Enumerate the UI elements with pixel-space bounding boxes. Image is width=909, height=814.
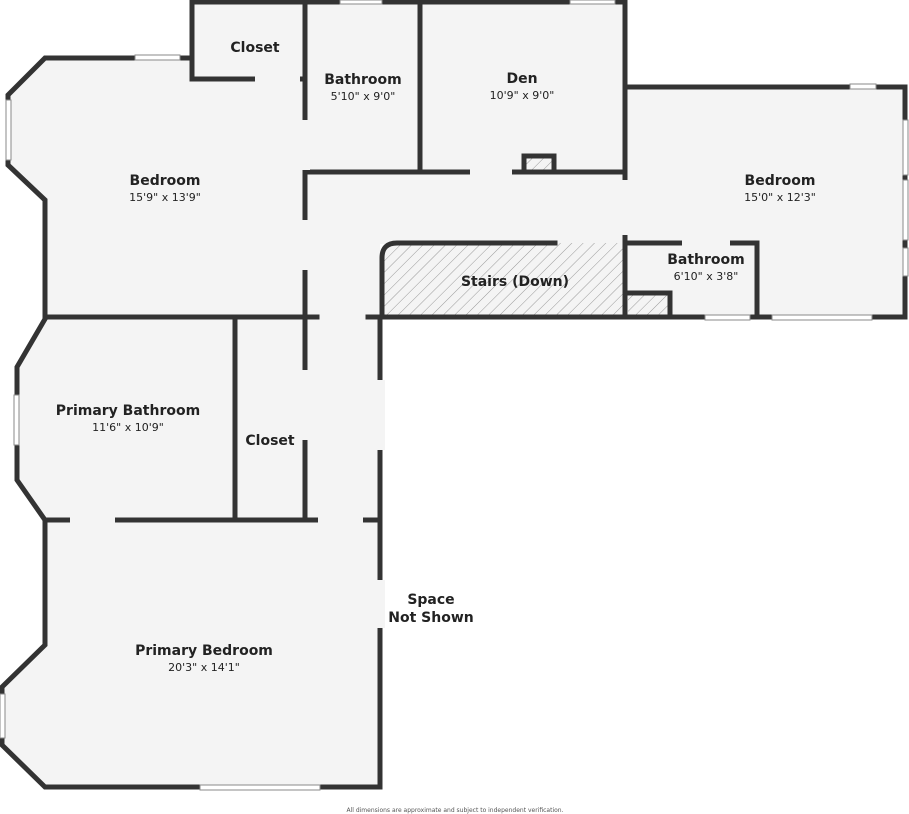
window [849,83,877,90]
space-not-shown-line2: Not Shown [388,610,473,626]
closet-top-floor [192,4,305,79]
bathroom-small-dims: 6'10" x 3'8" [674,270,739,283]
window [902,179,909,241]
window [0,693,6,739]
stairs-label: Stairs (Down) [461,274,569,290]
window [13,394,20,446]
window [902,119,909,176]
den-floor [422,4,625,172]
room-labels: Closet Bathroom 5'10" x 9'0" Den 10'9" x… [56,40,816,814]
window [704,314,751,321]
bedroom-right-label: Bedroom [745,173,816,189]
window [569,0,616,5]
primary-bathroom-floor [17,319,235,520]
closet-mid-floor [237,319,305,520]
window [5,99,12,161]
window [134,54,181,61]
door-openings [70,74,730,628]
bathroom-top-floor [307,4,420,172]
stairs-hatch [382,243,625,317]
window [339,0,383,5]
bathroom-top-dims: 5'10" x 9'0" [331,90,396,103]
bedroom-right-floor [627,87,905,317]
bathroom-small-hatch [628,293,670,317]
window [199,784,321,791]
primary-bedroom-label: Primary Bedroom [135,643,273,659]
closet-top-label: Closet [230,40,280,56]
bedroom-left-label: Bedroom [130,173,201,189]
hallway-vertical-floor [307,174,380,522]
primary-bathroom-label: Primary Bathroom [56,403,200,419]
den-dims: 10'9" x 9'0" [490,89,555,102]
bedroom-right-dims: 15'0" x 12'3" [744,191,816,204]
windows [0,0,909,791]
closet-mid-label: Closet [245,433,295,449]
primary-bedroom-floor [2,522,380,787]
den-label: Den [506,71,537,87]
space-not-shown-line1: Space [407,592,454,608]
bedroom-left-dims: 15'9" x 13'9" [129,191,201,204]
bedroom-left-floor [8,58,305,317]
primary-bathroom-dims: 11'6" x 10'9" [92,421,164,434]
room-fills [2,4,905,787]
bathroom-small-label: Bathroom [667,252,745,268]
primary-bedroom-dims: 20'3" x 14'1" [168,661,240,674]
disclaimer: All dimensions are approximate and subje… [346,807,563,814]
window [771,314,873,321]
window [902,247,909,277]
bathroom-top-label: Bathroom [324,72,402,88]
den-vent-hatch [524,156,554,172]
